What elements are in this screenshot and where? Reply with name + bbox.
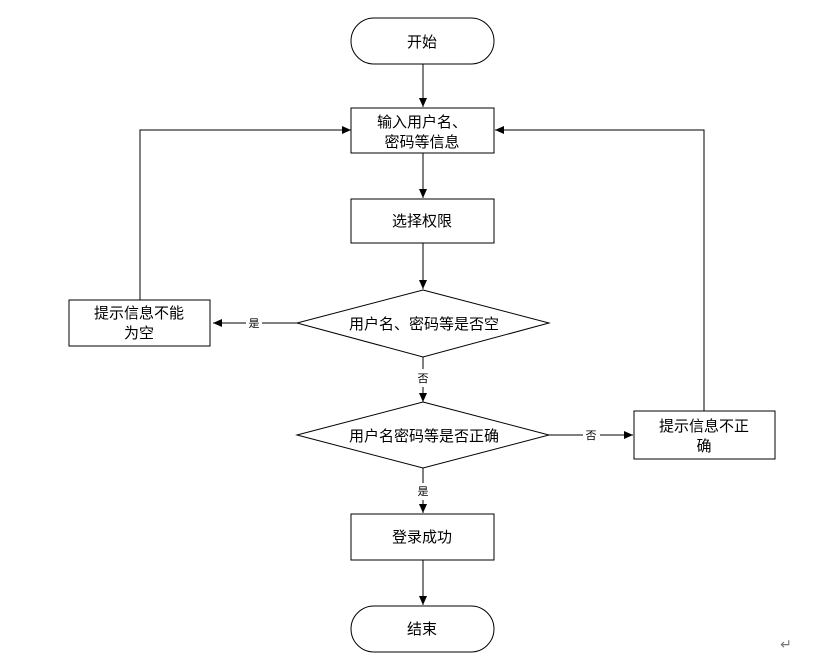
return-mark: ↵ [780, 637, 792, 653]
tip-empty-line1: 提示信息不能 [94, 304, 184, 322]
tip-invalid-line2: 确 [696, 437, 711, 455]
tip-empty-node: 提示信息不能 为空 [68, 299, 211, 347]
end-node: 结束 [350, 605, 495, 653]
login-ok-node: 登录成功 [350, 513, 495, 561]
tip-empty-line2: 为空 [124, 324, 154, 342]
edge-label-empty-yes: 是 [249, 317, 260, 330]
select-node: 选择权限 [350, 198, 495, 244]
connectors [139, 64, 705, 605]
start-node: 开始 [350, 17, 495, 65]
input-label-line1: 输入用户名、 [377, 113, 467, 131]
check-valid-label: 用户名密码等是否正确 [349, 427, 499, 445]
edge-label-valid-yes: 是 [418, 485, 429, 498]
edge-tip-invalid-back [495, 126, 705, 411]
edge-label-empty-no: 否 [418, 372, 429, 385]
start-label: 开始 [407, 33, 437, 51]
end-label: 结束 [407, 620, 437, 638]
check-empty-label: 用户名、密码等是否空 [349, 315, 499, 333]
edge-label-valid-no: 否 [586, 429, 597, 442]
edge-tip-empty-back [139, 126, 351, 300]
input-label-line2: 密码等信息 [384, 133, 459, 151]
tip-invalid-line1: 提示信息不正 [659, 417, 749, 435]
tip-invalid-node: 提示信息不正 确 [633, 410, 776, 460]
select-label: 选择权限 [392, 212, 452, 230]
input-node: 输入用户名、 密码等信息 [350, 107, 495, 154]
login-ok-label: 登录成功 [392, 528, 452, 546]
check-valid-node: 用户名密码等是否正确 [295, 401, 551, 469]
check-empty-node: 用户名、密码等是否空 [295, 289, 551, 358]
